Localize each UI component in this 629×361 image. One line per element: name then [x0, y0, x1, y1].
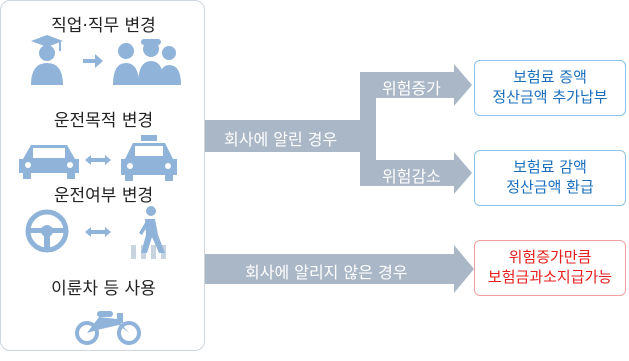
taxi-icon [121, 135, 177, 181]
risk-increase-label: 위험증가 [382, 79, 441, 98]
graduate-person-icon [31, 35, 63, 85]
flow-arrows [205, 64, 474, 293]
not-notified-result: 위험증가만큼 보험금과소지급가능 [474, 240, 626, 296]
two-wheeler-label: 이륜차 등 사용 [51, 279, 156, 299]
risk-decrease-result: 보험료 감액 정산금액 환급 [474, 150, 626, 206]
steering-wheel-icon [25, 209, 69, 253]
refund-text: 정산금액 환급 [506, 178, 594, 196]
double-arrow-icon [85, 155, 111, 165]
driving-status-label: 운전여부 변경 [53, 186, 154, 206]
driving-purpose-icons [1, 129, 206, 189]
risk-decrease-band [360, 160, 454, 186]
job-change-icons [1, 33, 206, 93]
driving-purpose-label: 운전목적 변경 [53, 111, 154, 131]
not-notified-arrow-band [205, 254, 455, 284]
pedestrian-icon [131, 206, 166, 259]
premium-decrease-text: 보험료 감액 [513, 158, 587, 176]
risk-increase-amount-text: 위험증가만큼 [508, 248, 592, 266]
car-icon [19, 145, 79, 179]
not-notified-arrowhead [454, 245, 474, 293]
double-arrow-icon [85, 227, 111, 237]
additional-payment-text: 정산금액 추가납부 [492, 88, 608, 106]
risk-increase-band [360, 72, 454, 98]
branch-connector [360, 72, 376, 186]
risk-decrease-arrowhead [454, 152, 472, 194]
risk-increase-arrowhead [454, 64, 472, 106]
notified-arrow-band [205, 120, 375, 152]
motorcycle-icon [75, 311, 141, 345]
two-wheeler-icons [1, 301, 206, 361]
risk-increase-result: 보험료 증액 정산금액 추가납부 [474, 60, 626, 116]
risk-decrease-label: 위험감소 [382, 167, 441, 186]
workers-group-icon [113, 39, 181, 85]
driving-status-icons [1, 205, 206, 265]
premium-increase-text: 보험료 증액 [513, 68, 587, 86]
not-notified-label: 회사에 알리지 않은 경우 [245, 263, 408, 282]
change-types-panel: 직업·직무 변경 [0, 0, 205, 351]
single-arrow-icon [83, 54, 103, 68]
notified-label: 회사에 알린 경우 [224, 130, 338, 149]
underpayment-text: 보험금과소지급가능 [487, 268, 613, 286]
job-change-label: 직업·직무 변경 [51, 16, 156, 36]
